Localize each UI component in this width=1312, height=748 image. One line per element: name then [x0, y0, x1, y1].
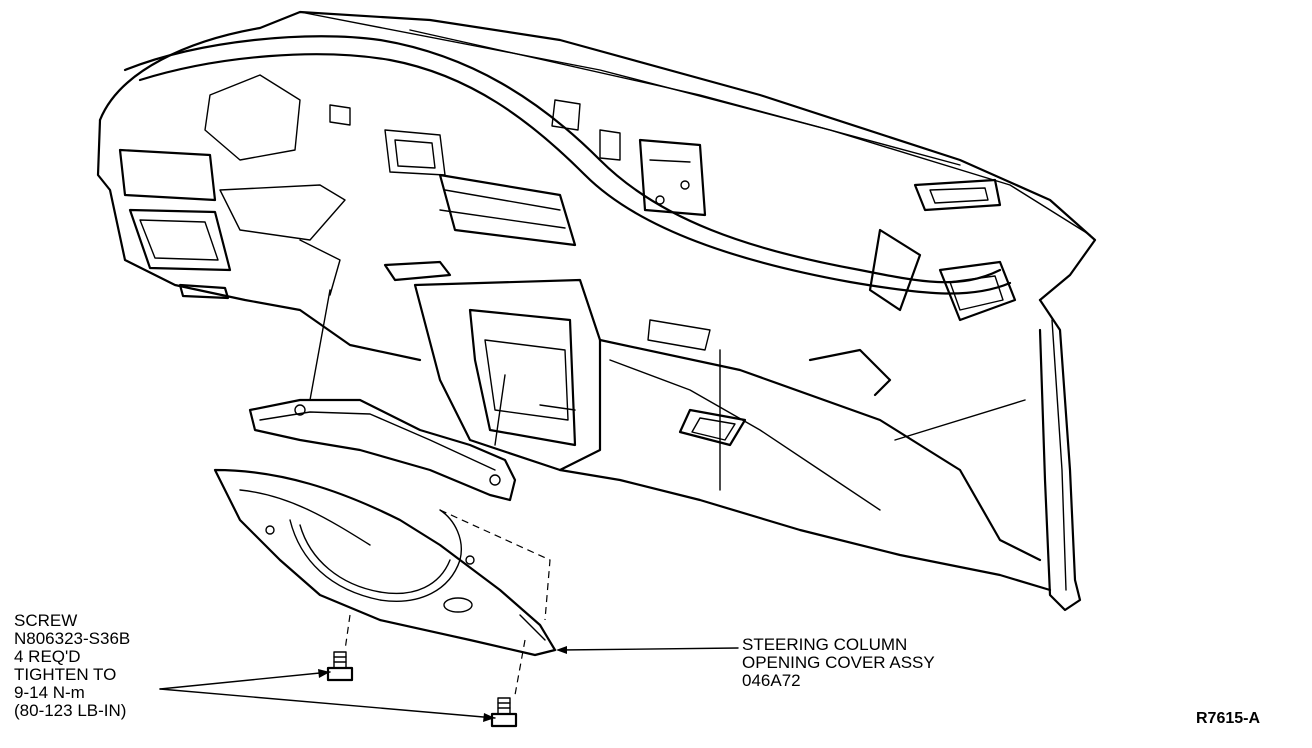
screw-label-line-4: TIGHTEN TO	[14, 665, 117, 684]
screw-label-line-5: 9-14 N-m	[14, 683, 85, 702]
screw-upper	[326, 651, 354, 682]
cover-label-line-2: OPENING COVER ASSY	[742, 653, 935, 672]
cover-label-line-3: 046A72	[742, 671, 801, 690]
cover-callout: STEERING COLUMN OPENING COVER ASSY 046A7…	[742, 636, 935, 690]
screw-label-line-6: (80-123 LB-IN)	[14, 701, 127, 720]
steering-column-opening-cover	[213, 468, 557, 657]
cover-label-line-1: STEERING COLUMN	[742, 635, 908, 654]
leader-lines	[159, 647, 739, 719]
alignment-lines	[309, 289, 1026, 696]
figure-reference: R7615-A	[1196, 710, 1261, 727]
screw-label-line-2: N806323-S36B	[14, 629, 131, 648]
cover-bracket	[248, 398, 517, 502]
screw-lower	[490, 697, 518, 728]
screw-label-line-3: 4 REQ'D	[14, 647, 81, 666]
leader-arrowheads	[318, 646, 567, 722]
screw-label-line-1: SCREW	[14, 611, 78, 630]
instrument-panel	[96, 10, 1097, 612]
screw-callout: SCREW N806323-S36B 4 REQ'D TIGHTEN TO 9-…	[14, 612, 130, 720]
